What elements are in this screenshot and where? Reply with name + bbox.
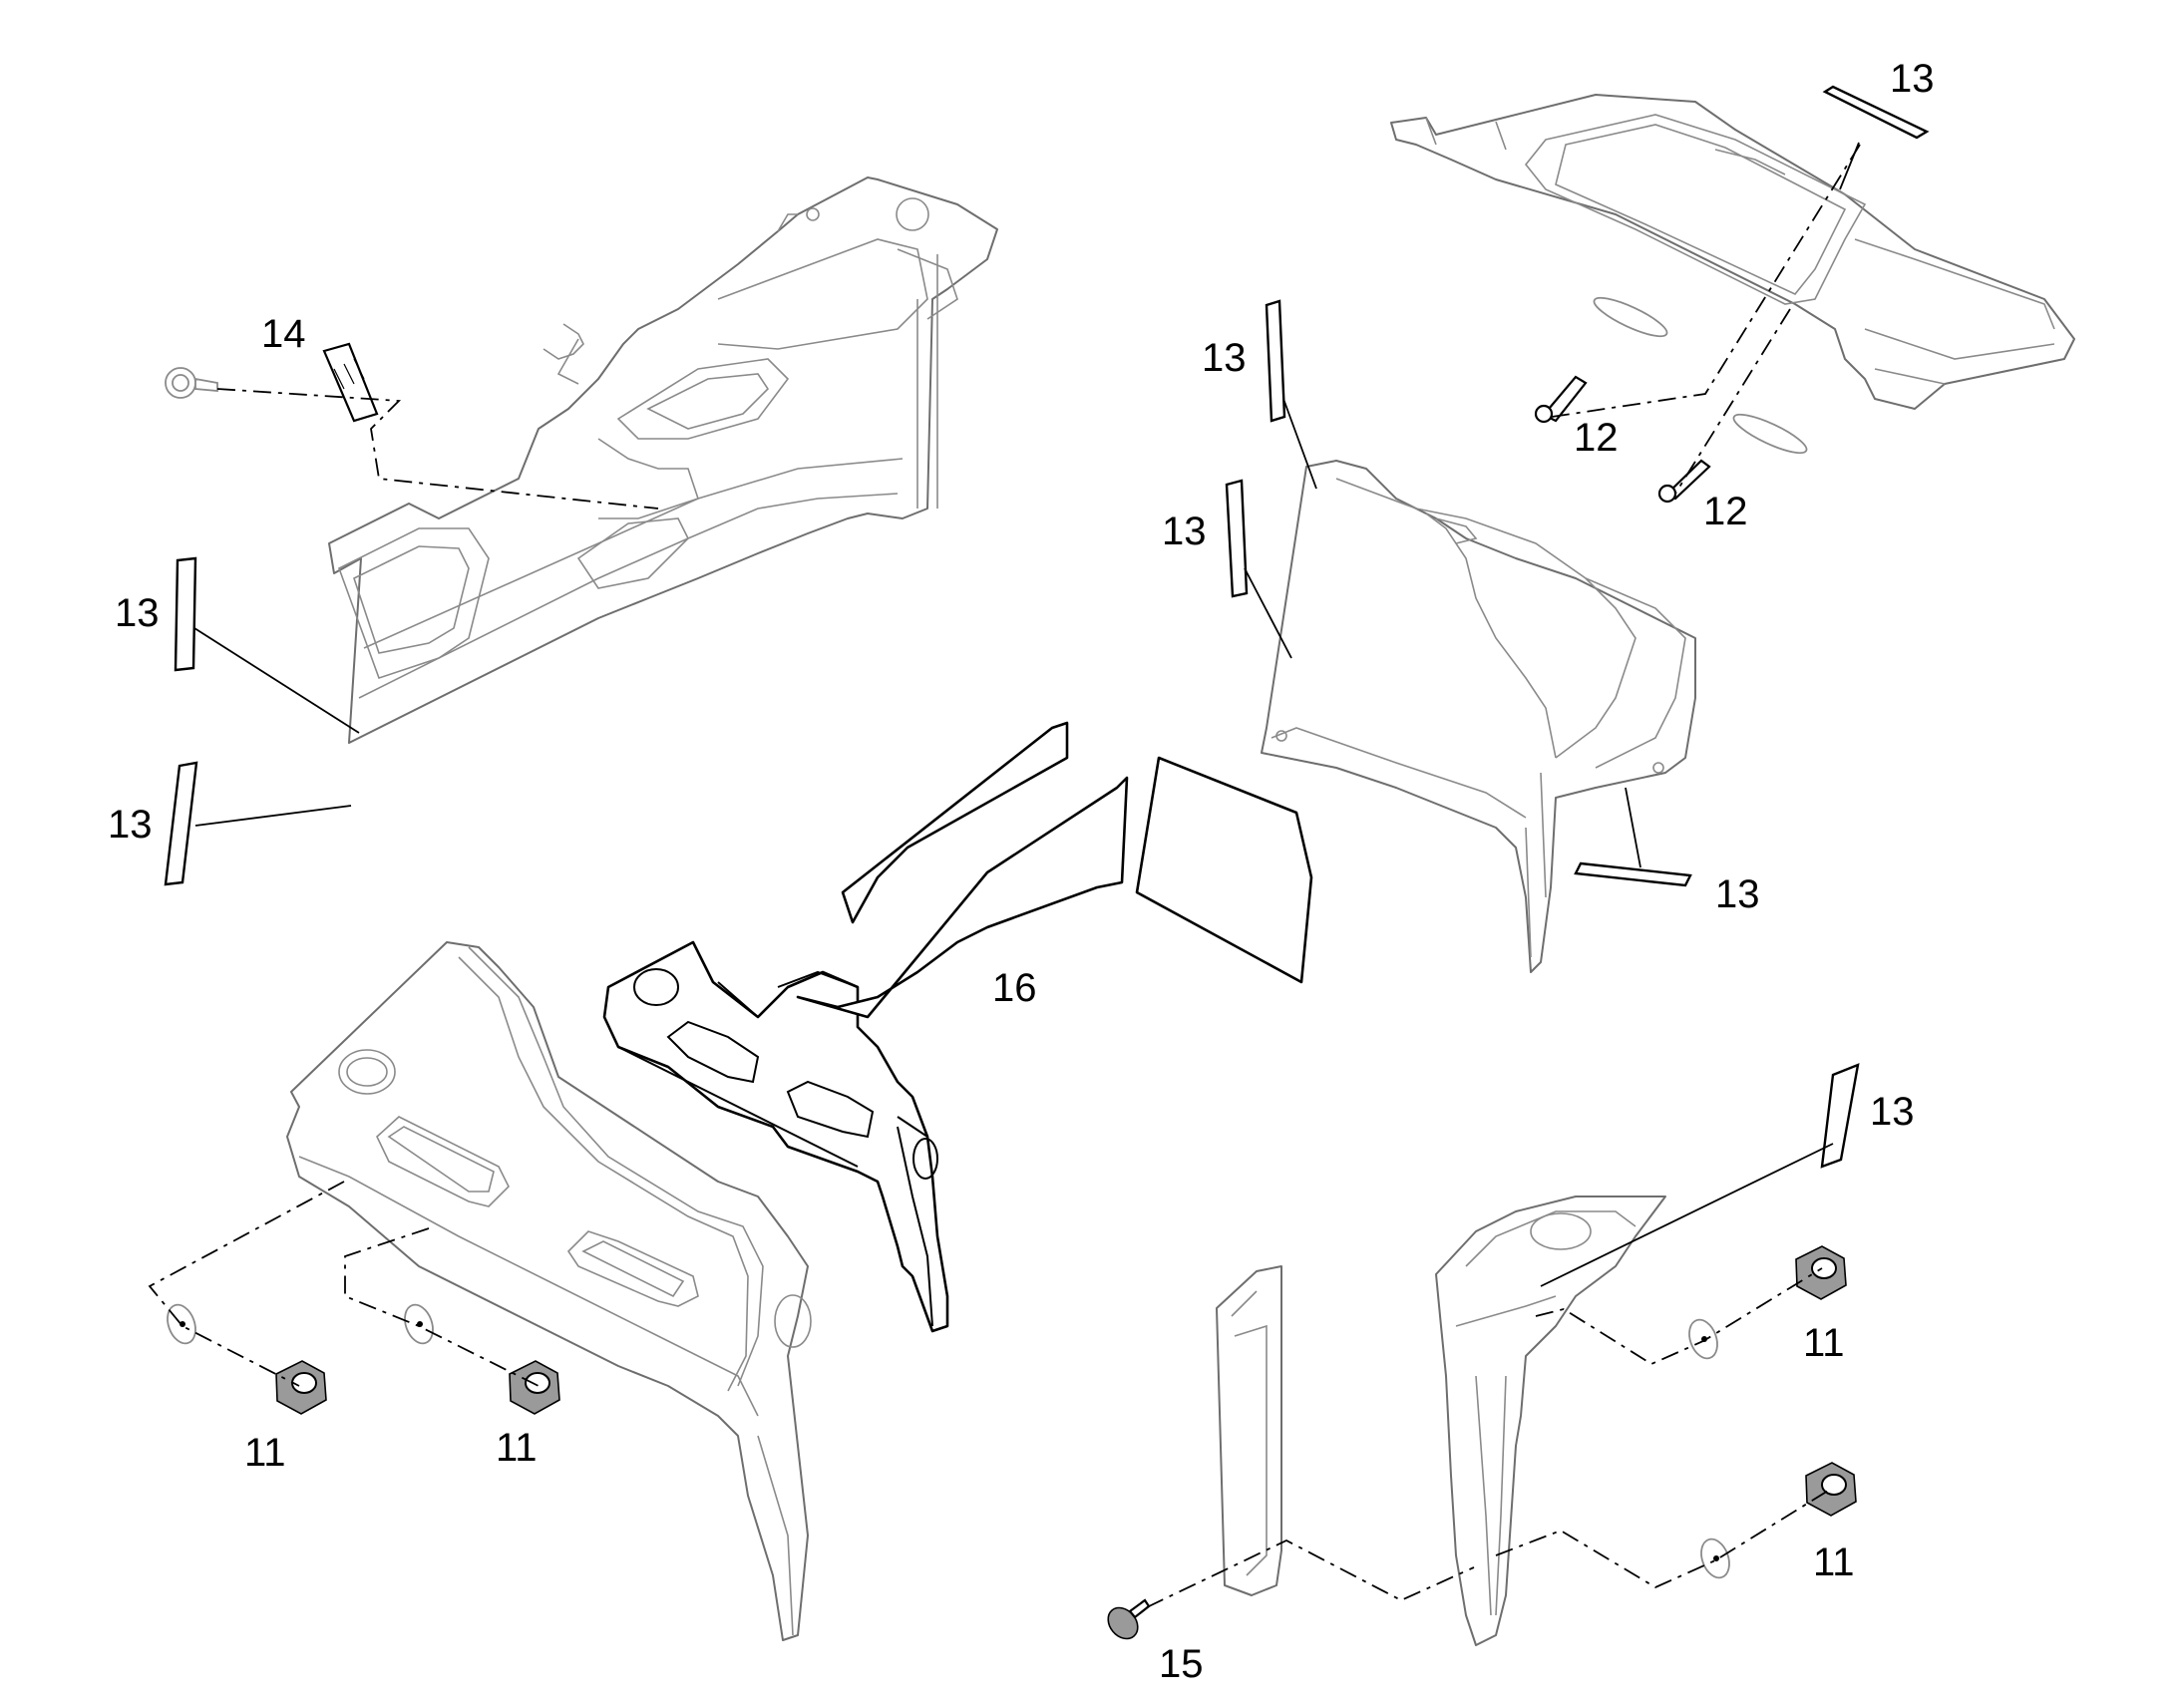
nuts-and-washers — [167, 1245, 1857, 1579]
knob-15 — [1107, 1598, 1151, 1640]
strip-13-left-1 — [174, 556, 197, 672]
trim-panel-right-middle — [1261, 460, 1696, 973]
callout-labels: 13 13 13 13 13 13 13 14 12 12 16 11 11 1… — [108, 57, 1935, 1686]
bolt-12-a — [1542, 375, 1588, 423]
callout-14: 14 — [261, 312, 306, 356]
strip-hardware — [164, 85, 1930, 1169]
pillar-trim-lower-right — [1435, 1196, 1666, 1646]
leader-lines — [193, 142, 1860, 1287]
strip-13-vertical-1 — [1265, 299, 1286, 423]
callout-13: 13 — [1715, 872, 1760, 916]
strip-13-left-2 — [164, 761, 198, 886]
callout-11: 11 — [1803, 1321, 1845, 1365]
callout-11: 11 — [244, 1431, 286, 1475]
callout-15: 15 — [1159, 1642, 1204, 1686]
callout-12: 12 — [1703, 490, 1748, 533]
callout-13: 13 — [115, 591, 160, 635]
strip-13-lower-right — [1820, 1063, 1860, 1169]
shelf-bolts — [1534, 296, 1808, 504]
callout-11: 11 — [1813, 1540, 1855, 1584]
callout-12: 12 — [1574, 416, 1619, 460]
rear-shelf-frame-panel — [1390, 94, 2075, 410]
console-cover-panel-upper-left — [328, 176, 998, 744]
insulation-pads — [796, 721, 1313, 1019]
flat-trim-lower-center — [1216, 1265, 1282, 1596]
nut-11-d — [1805, 1462, 1857, 1517]
callout-16: 16 — [992, 966, 1037, 1010]
nut-11-a — [275, 1360, 327, 1415]
callout-13: 13 — [1162, 510, 1207, 553]
center-console-assembly — [602, 940, 949, 1333]
door-trim-panel-lower-left — [286, 941, 812, 1641]
strip-13-top-right — [1822, 85, 1930, 140]
strip-13-horizontal — [1574, 861, 1692, 887]
callout-13: 13 — [1202, 336, 1247, 380]
nut-11-b — [509, 1360, 560, 1415]
callout-11: 11 — [496, 1426, 538, 1470]
callout-13: 13 — [1870, 1090, 1915, 1134]
clip-14 — [322, 342, 379, 423]
callout-13: 13 — [108, 803, 153, 847]
clip-hardware — [165, 342, 379, 423]
callout-13: 13 — [1890, 57, 1935, 101]
strip-13-vertical-2 — [1225, 479, 1249, 598]
assembly-lines — [148, 144, 1861, 1608]
nut-11-c — [1795, 1245, 1847, 1300]
